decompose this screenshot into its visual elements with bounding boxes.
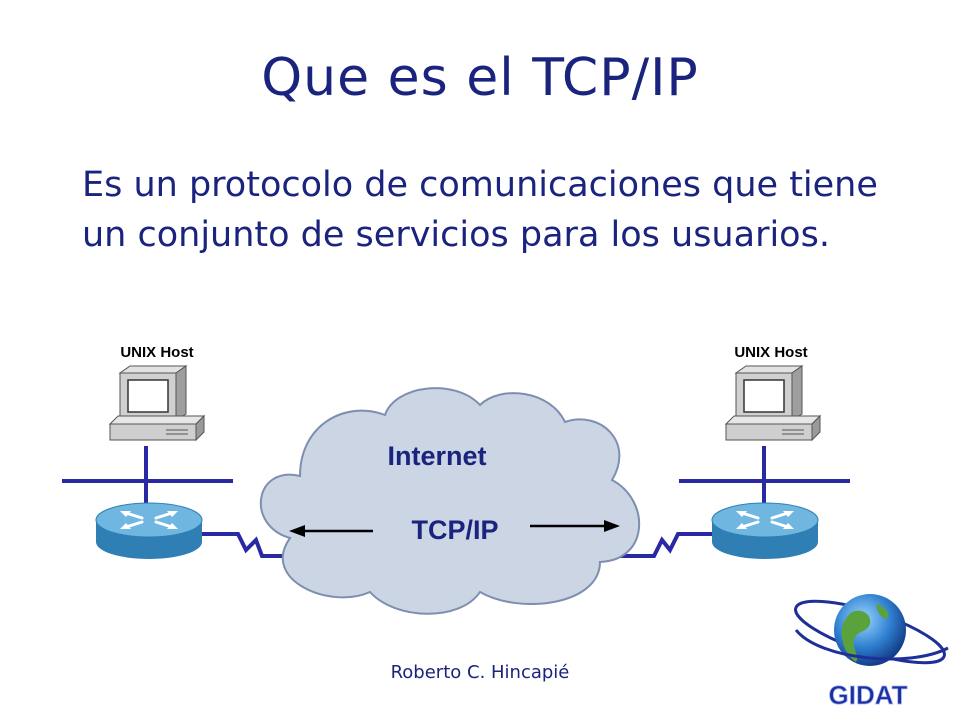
left-computer-icon [108, 365, 206, 442]
slide-title: Que es el TCP/IP [261, 48, 699, 108]
right-router-icon [711, 502, 819, 559]
protocol-label: TCP/IP [411, 515, 498, 545]
gidat-logo: GIDAT [794, 594, 949, 710]
slide-footer-author: Roberto C. Hincapié [390, 662, 570, 683]
right-arrow [530, 520, 620, 532]
internet-cloud [259, 387, 641, 615]
left-wan-link [200, 532, 296, 558]
right-host-label: UNIX Host [734, 344, 807, 361]
right-wan-link [620, 532, 714, 558]
cloud-label: Internet [387, 441, 486, 471]
left-host-label: UNIX Host [120, 344, 193, 361]
left-router-icon [95, 502, 203, 559]
gidat-logo-text: GIDAT [829, 680, 908, 710]
orbit-front [794, 629, 949, 661]
network-diagram: Internet TCP/IP UNIX Host UNIX Host [62, 344, 850, 615]
left-arrow [289, 525, 373, 537]
right-computer-icon [724, 365, 822, 442]
slide-body-text: Es un protocolo de comunicaciones que ti… [82, 165, 878, 255]
